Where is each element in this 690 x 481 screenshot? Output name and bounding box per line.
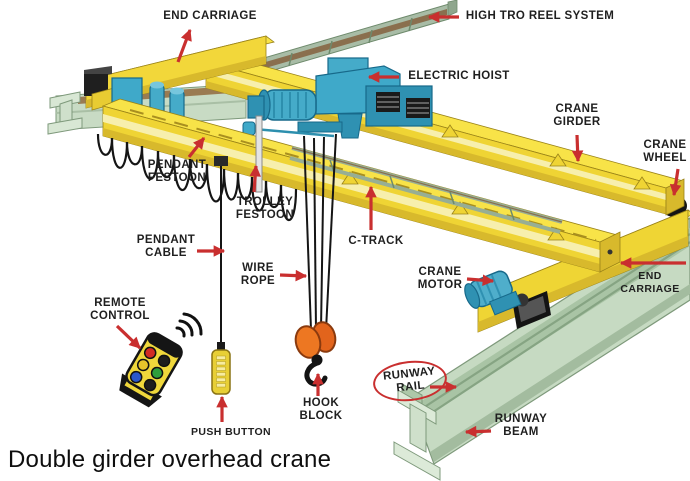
hook-block — [294, 321, 337, 387]
label-runway-beam: RUNWAY BEAM — [494, 413, 548, 438]
arrow-wire-rope — [279, 269, 308, 282]
high-tro-reel-rail — [249, 0, 458, 78]
label-high-tro-reel-system: HIGH TRO REEL SYSTEM — [465, 10, 615, 22]
wire-ropes — [303, 133, 337, 331]
end-stop-block — [84, 74, 108, 96]
label-crane-motor: CRANE MOTOR — [417, 266, 463, 291]
push-button-pendant — [211, 342, 231, 395]
arrow-pendant-festoon — [187, 137, 206, 158]
label-push-button: PUSH BUTTON — [190, 426, 272, 438]
arrow-crane-motor — [466, 274, 495, 286]
label-crane-girder: CRANE GIRDER — [553, 103, 601, 128]
arrow-remote-control — [115, 324, 142, 350]
arrow-layer — [115, 11, 686, 438]
pendant-festoon — [96, 133, 240, 203]
label-trolley-festoon: TROLLEY FESTOON — [235, 196, 295, 221]
label-remote-control: REMOTE CONTROL — [90, 297, 150, 322]
arrow-crane-wheel — [669, 168, 682, 197]
label-end-carriage-right: END CARRIAGE — [620, 270, 680, 295]
label-c-track: C-TRACK — [348, 235, 404, 247]
label-crane-wheel: CRANE WHEEL — [643, 139, 687, 164]
label-wire-rope: WIRE ROPE — [240, 262, 276, 287]
signal-waves-icon — [175, 326, 186, 338]
remote-control-device — [119, 312, 203, 408]
label-hook-block: HOOK BLOCK — [299, 397, 343, 422]
diagram-title: Double girder overhead crane — [8, 446, 332, 473]
arrow-trolley-festoon — [249, 164, 261, 193]
hook-icon — [304, 360, 328, 387]
arrow-runway-beam — [464, 425, 492, 438]
pendant-cable — [214, 156, 228, 349]
electric-hoist — [242, 57, 433, 139]
label-pendant-cable: PENDANT CABLE — [136, 234, 196, 259]
label-pendant-festoon: PENDANT FESTOON — [147, 159, 207, 184]
label-electric-hoist: ELECTRIC HOIST — [408, 70, 510, 82]
arrow-crane-girder — [571, 134, 584, 163]
trolley-festoon — [236, 115, 298, 222]
arrow-end-carriage-top — [176, 28, 192, 63]
label-end-carriage-top: END CARRIAGE — [163, 10, 257, 22]
